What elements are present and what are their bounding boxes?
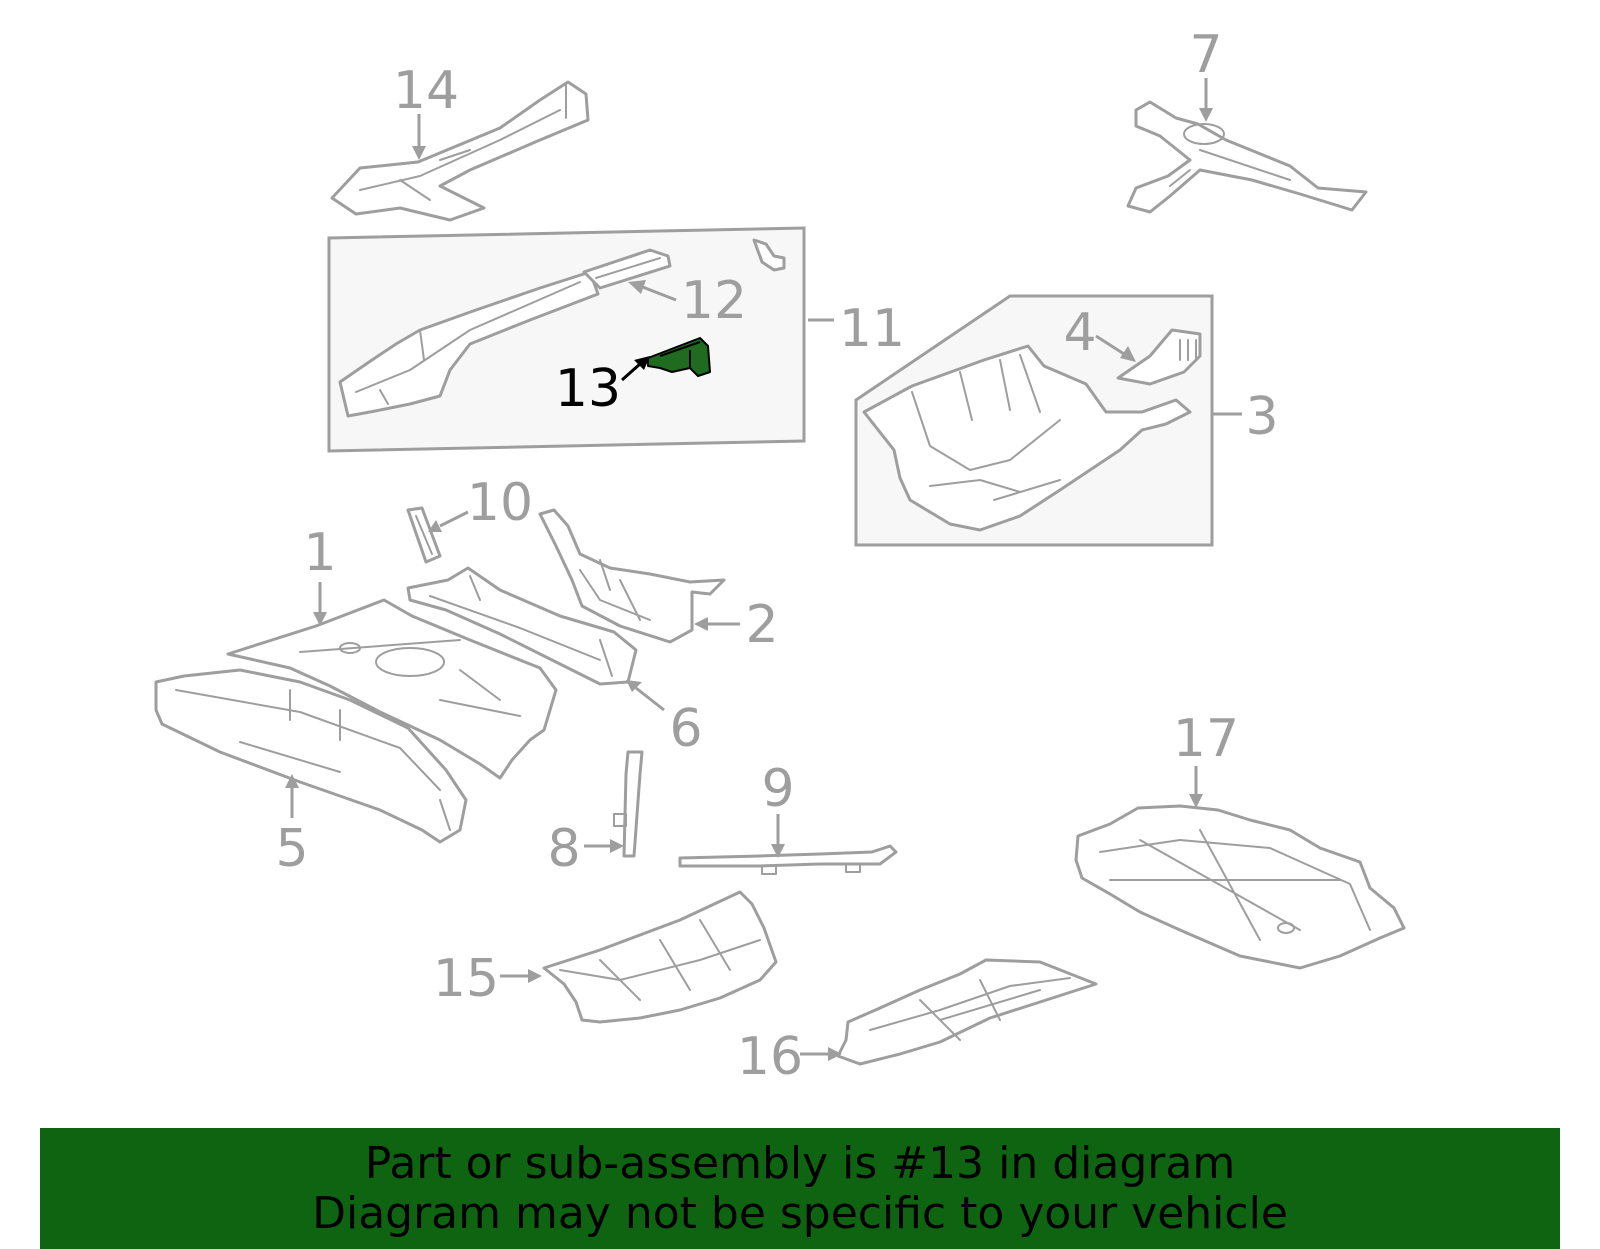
small-clip-part[interactable] bbox=[752, 238, 786, 272]
callout-8: 8 bbox=[547, 819, 580, 879]
callout-10: 10 bbox=[467, 473, 533, 533]
callout-7: 7 bbox=[1189, 25, 1222, 85]
part-13-highlighted[interactable] bbox=[647, 337, 711, 377]
leader-lines bbox=[285, 78, 1242, 1061]
callout-17: 17 bbox=[1173, 709, 1239, 769]
banner-line-2: Diagram may not be specific to your vehi… bbox=[312, 1187, 1288, 1239]
part-16-under-cover[interactable] bbox=[836, 958, 1098, 1066]
callout-6: 6 bbox=[669, 699, 702, 759]
banner-line-1: Part or sub-assembly is #13 in diagram bbox=[364, 1137, 1236, 1189]
part-4-extension[interactable] bbox=[1116, 328, 1202, 386]
callout-12: 12 bbox=[681, 271, 747, 331]
callout-16: 16 bbox=[737, 1027, 803, 1087]
callouts: 1 2 3 4 5 6 7 8 9 10 11 12 13 14 15 16 1… bbox=[275, 25, 1278, 1087]
part-7-cross-member[interactable] bbox=[1126, 100, 1368, 214]
info-banner: Part or sub-assembly is #13 in diagram D… bbox=[40, 1128, 1560, 1249]
callout-15: 15 bbox=[433, 949, 499, 1009]
callout-3: 3 bbox=[1245, 387, 1278, 447]
part-6-cross-member[interactable] bbox=[406, 566, 638, 686]
callout-11: 11 bbox=[839, 299, 905, 359]
subassembly-box-11 bbox=[327, 226, 806, 453]
part-1-rear-floor[interactable] bbox=[226, 598, 558, 780]
part-5-side-sill[interactable] bbox=[154, 668, 468, 844]
callout-5: 5 bbox=[275, 819, 308, 879]
part-17-under-cover[interactable] bbox=[1074, 804, 1406, 970]
callout-4: 4 bbox=[1063, 303, 1096, 363]
part-2-panel[interactable] bbox=[538, 508, 726, 644]
part-9-bar[interactable] bbox=[678, 844, 898, 875]
part-11-member-assembly[interactable] bbox=[338, 270, 600, 418]
part-15-under-cover[interactable] bbox=[542, 890, 778, 1024]
part-14-side-member[interactable] bbox=[330, 80, 590, 222]
part-10-gusset[interactable] bbox=[406, 506, 442, 564]
part-8-brace[interactable] bbox=[613, 750, 644, 858]
callout-13: 13 bbox=[555, 359, 621, 419]
callout-2: 2 bbox=[745, 595, 778, 655]
callout-9: 9 bbox=[761, 759, 794, 819]
part-12-bracket[interactable] bbox=[582, 248, 672, 290]
callout-14: 14 bbox=[393, 61, 459, 121]
callout-1: 1 bbox=[303, 523, 336, 583]
part-3-floor-pan[interactable] bbox=[862, 344, 1192, 532]
